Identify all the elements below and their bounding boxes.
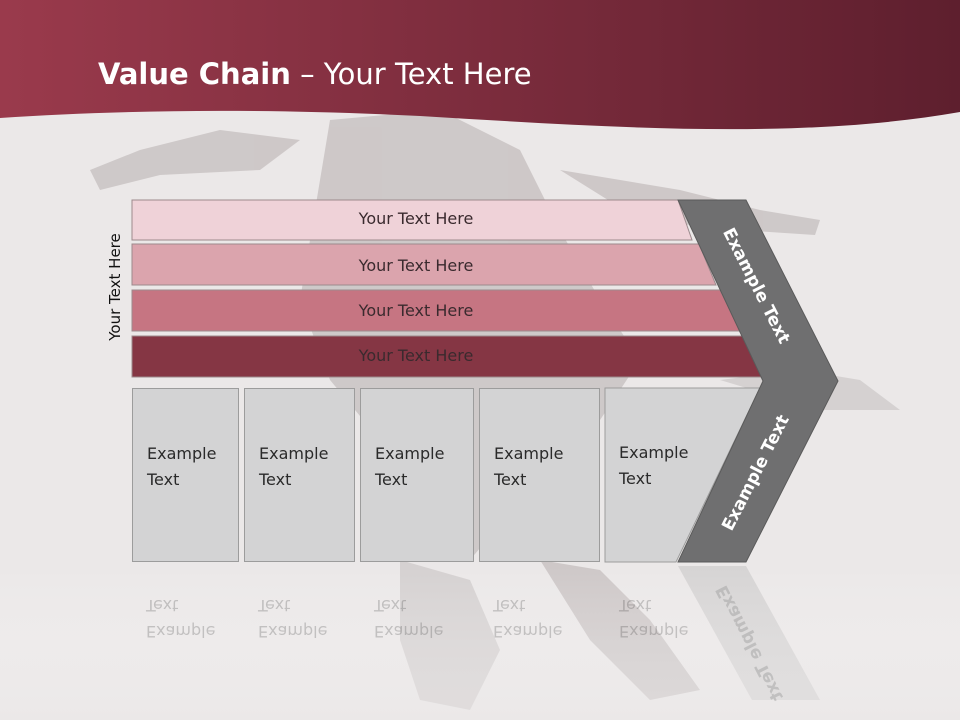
activity-box-label: Example Text: [147, 444, 217, 489]
box-reflection-5: Example Text: [605, 566, 705, 696]
activity-box-4: Example Text: [479, 388, 600, 562]
activity-box-label: Example Text: [619, 443, 689, 488]
bar-label-3: Your Text Here: [358, 301, 474, 320]
activity-box-5: Example Text: [605, 388, 705, 562]
activity-box-label: Example Text: [259, 444, 329, 489]
activity-box-label: Example Text: [494, 444, 564, 489]
reflection-label: Example Text: [374, 596, 444, 641]
reflection-label: Example Text: [146, 596, 216, 641]
activity-box-3: Example Text: [360, 388, 474, 562]
reflection-label: Example Text: [493, 596, 563, 641]
box-reflection-3: Example Text: [360, 566, 474, 696]
box-reflection-4: Example Text: [479, 566, 600, 696]
box-reflection-2: Example Text: [244, 566, 355, 696]
activity-box-1: Example Text: [132, 388, 239, 562]
reflection-label: Example Text: [619, 596, 689, 641]
reflection-label: Example Text: [258, 596, 328, 641]
bar-shape-2: [131, 243, 717, 286]
title-bold-part: Value Chain: [98, 57, 291, 91]
header-band: [0, 0, 960, 130]
bar-shape-1: [131, 199, 693, 241]
chevron-shape: [677, 199, 839, 563]
page-title: Value Chain – Your Text Here: [98, 52, 532, 96]
bar-label-4: Your Text Here: [358, 346, 474, 365]
bar-label-1: Your Text Here: [358, 209, 474, 228]
activity-box-2: Example Text: [244, 388, 355, 562]
title-rest-part: – Your Text Here: [290, 57, 532, 91]
box-shape-5: [604, 387, 761, 563]
box-reflection-1: Example Text: [132, 566, 239, 696]
activity-box-label: Example Text: [375, 444, 445, 489]
bar-label-2: Your Text Here: [358, 256, 474, 275]
